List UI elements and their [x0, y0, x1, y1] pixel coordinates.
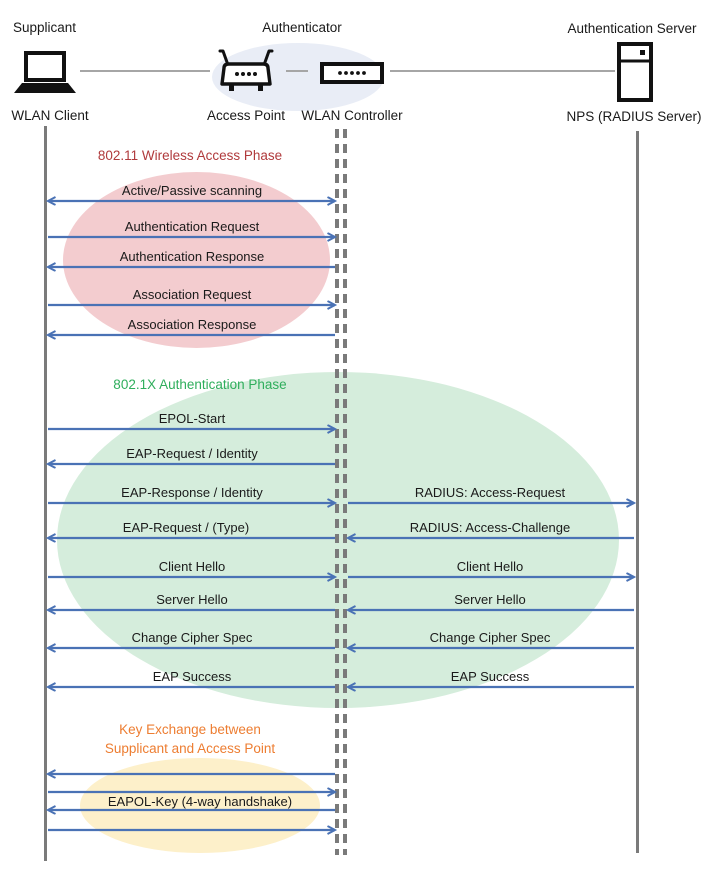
- lifeline-wlan-controller: [343, 129, 347, 855]
- device-wlan-controller: WLAN Controller: [301, 108, 403, 123]
- message-label: Association Response: [127, 317, 257, 332]
- message-label: Server Hello: [454, 592, 526, 607]
- phase3-title-line1: Key Exchange between: [119, 722, 261, 737]
- lifeline-nps-server: [636, 131, 639, 853]
- message-label: Change Cipher Spec: [429, 630, 551, 645]
- role-authenticator: Authenticator: [262, 20, 342, 35]
- phase3-title-line2: Supplicant and Access Point: [104, 741, 276, 756]
- device-nps-radius-server: NPS (RADIUS Server): [566, 109, 702, 124]
- message-label: RADIUS: Access-Challenge: [409, 520, 571, 535]
- message-label: Change Cipher Spec: [131, 630, 253, 645]
- message-label: EAP-Request / (Type): [122, 520, 250, 535]
- laptop-icon: [14, 51, 76, 93]
- lifeline-access-point: [335, 129, 339, 855]
- message-label: Authentication Request: [124, 219, 260, 234]
- message-label: Active/Passive scanning: [121, 183, 263, 198]
- connector-controller-server: [390, 70, 615, 72]
- role-authentication-server: Authentication Server: [567, 21, 697, 36]
- lifeline-wlan-client: [44, 126, 47, 861]
- message-label: EAP Success: [152, 669, 232, 684]
- role-supplicant: Supplicant: [13, 20, 77, 35]
- wlan-controller-icon: [320, 62, 384, 84]
- message-label: EAP-Request / Identity: [126, 446, 258, 461]
- access-point-icon: [218, 49, 274, 91]
- message-label: EAP Success: [450, 669, 530, 684]
- message-label: Client Hello: [456, 559, 524, 574]
- device-wlan-client: WLAN Client: [11, 108, 89, 123]
- device-access-point: Access Point: [206, 108, 286, 123]
- phase2-title: 802.1X Authentication Phase: [113, 377, 287, 392]
- message-label: RADIUS: Access-Request: [414, 485, 566, 500]
- phase1-title: 802.11 Wireless Access Phase: [97, 148, 283, 163]
- message-label: EAPOL-Key (4-way handshake): [107, 794, 293, 809]
- message-label: EAP-Response / Identity: [121, 485, 263, 500]
- connector-ap-controller: [286, 70, 308, 72]
- message-label: Client Hello: [158, 559, 226, 574]
- message-label: Association Request: [132, 287, 252, 302]
- connector-client-ap: [80, 70, 210, 72]
- server-icon: [617, 42, 653, 102]
- message-label: EPOL-Start: [158, 411, 226, 426]
- message-label: Server Hello: [156, 592, 228, 607]
- message-label: Authentication Response: [119, 249, 265, 264]
